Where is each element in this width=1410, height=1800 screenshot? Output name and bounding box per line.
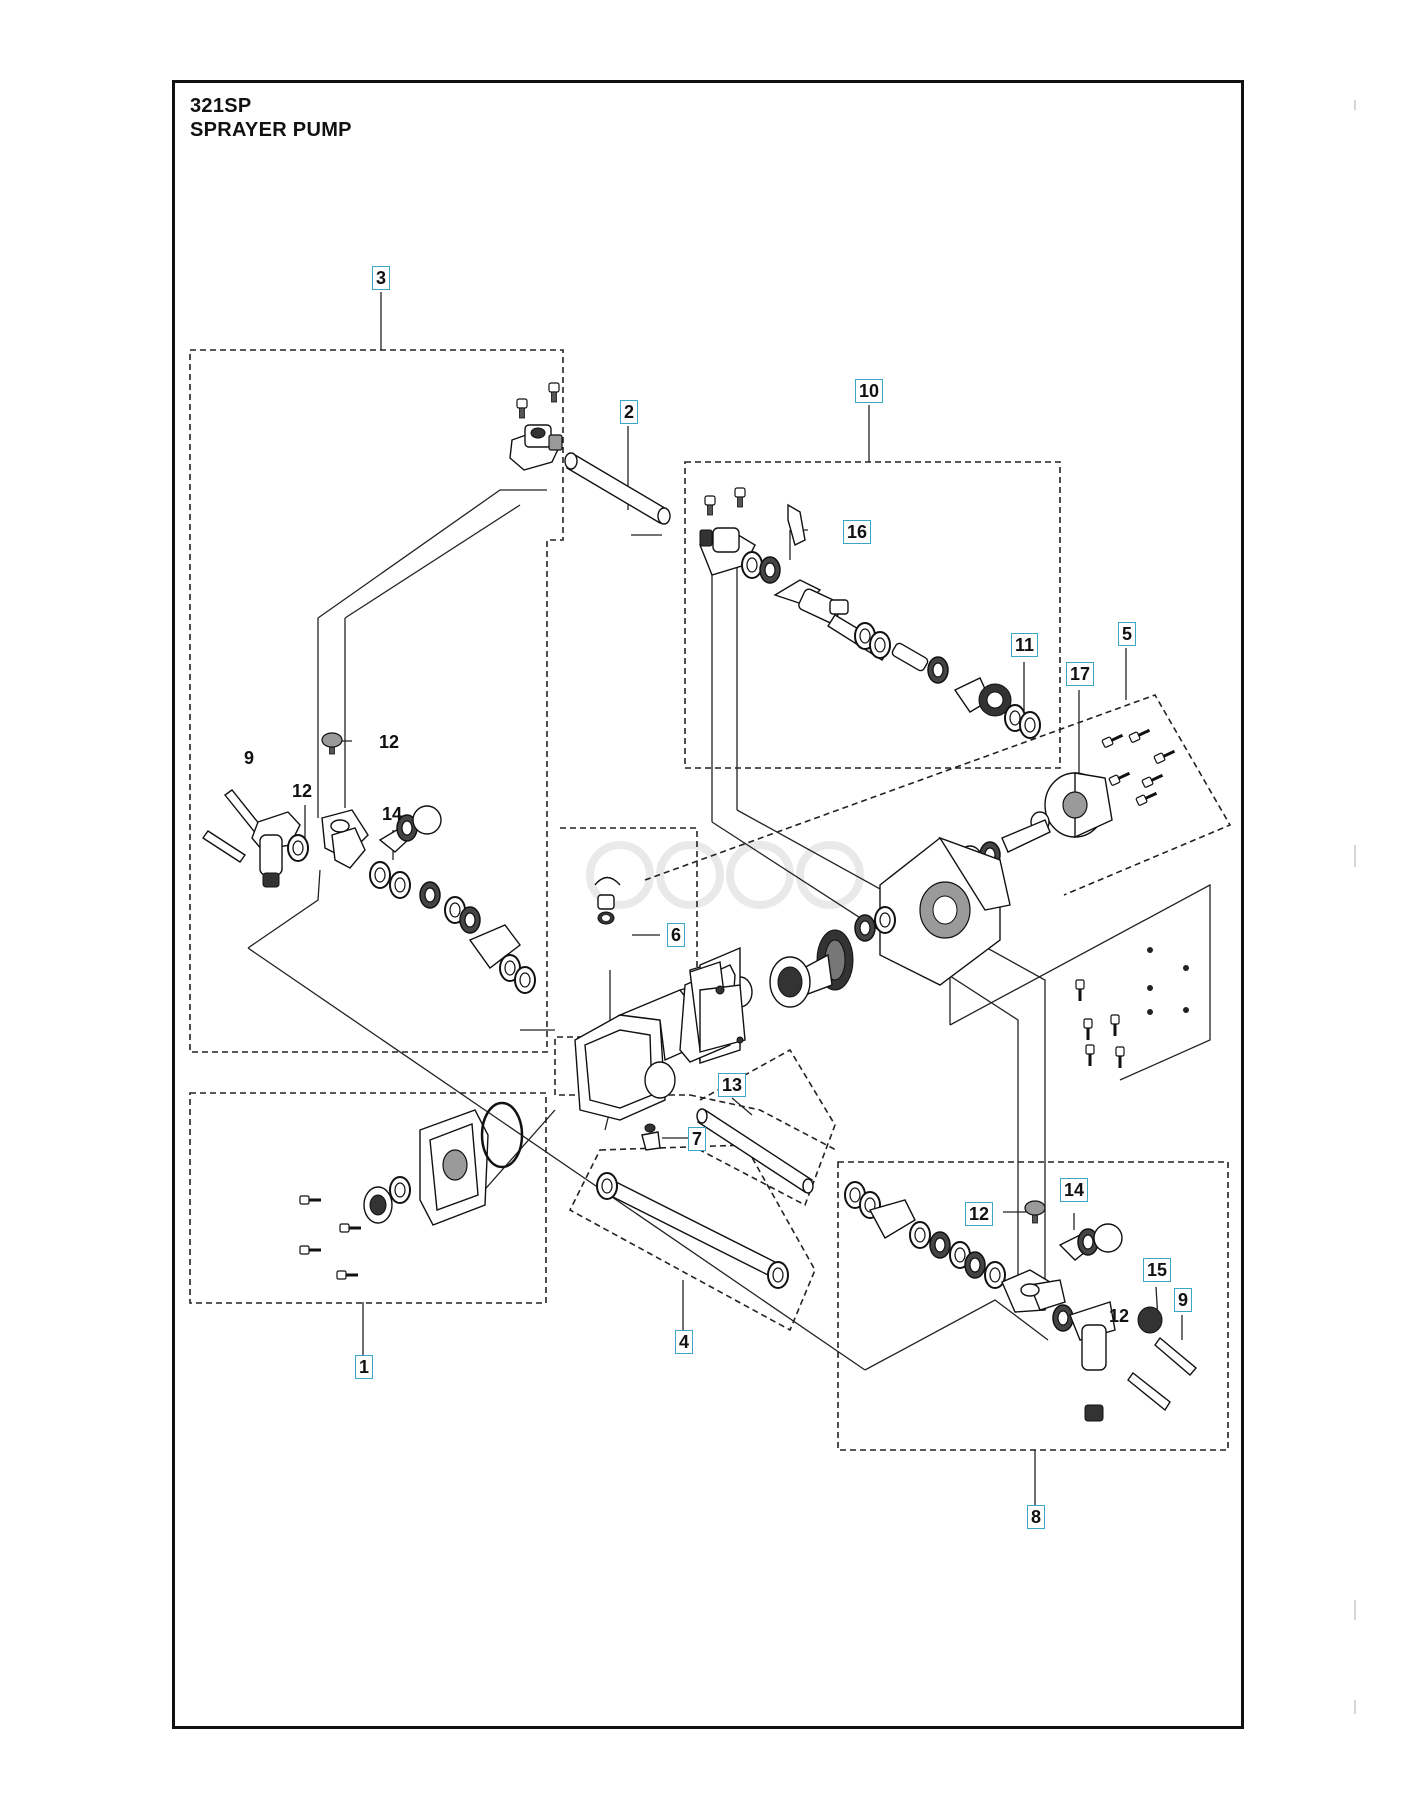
callout-9-right[interactable]: 9	[1174, 1288, 1193, 1312]
callout-5[interactable]: 5	[1118, 622, 1137, 646]
callout-17[interactable]: 17	[1066, 662, 1095, 686]
edge-mark	[1354, 1700, 1356, 1714]
group-1-box	[189, 1092, 547, 1304]
cylinder-cover-1	[363, 1101, 524, 1226]
callout-9-left[interactable]: 9	[244, 748, 255, 768]
callout-4[interactable]: 4	[675, 1330, 694, 1354]
left-manifold	[251, 732, 442, 888]
bolt-set-right	[1074, 947, 1189, 1070]
bolts-group-1	[298, 1194, 363, 1281]
callout-12-upper[interactable]: 12	[379, 732, 400, 752]
gear-plate	[679, 961, 746, 1063]
group-6-box	[554, 827, 698, 1096]
group-8-box	[837, 1161, 1229, 1451]
right-valve-rings	[844, 1181, 1006, 1289]
callout-14-left[interactable]: 14	[382, 804, 403, 824]
callout-1[interactable]: 1	[355, 1355, 374, 1379]
callout-11[interactable]: 11	[1011, 633, 1039, 657]
left-valve-rings	[369, 861, 536, 994]
piston-tube-4	[596, 1172, 789, 1289]
group-4-box	[568, 1144, 816, 1332]
callout-12-right[interactable]: 12	[965, 1202, 994, 1226]
callout-14-right[interactable]: 14	[1060, 1178, 1089, 1202]
callout-8[interactable]: 8	[1027, 1505, 1046, 1529]
model-number: 321SP	[190, 95, 252, 117]
diagram-title: SPRAYER PUMP	[190, 119, 352, 141]
right-bolts-9	[1127, 1336, 1197, 1412]
gear-and-bearings	[714, 906, 896, 1012]
group-13-box	[699, 1048, 836, 1207]
flange-plate	[879, 836, 1011, 986]
callout-12-left[interactable]: 12	[292, 781, 313, 801]
part-6-cap	[594, 876, 621, 925]
drawing-frame	[172, 80, 1244, 1729]
group-10-box	[684, 461, 1061, 769]
callout-12-lower[interactable]: 12	[1109, 1306, 1130, 1326]
clutch-drum-17	[1030, 772, 1113, 839]
pipe-2	[564, 452, 671, 525]
callout-15[interactable]: 15	[1143, 1258, 1172, 1282]
callout-2[interactable]: 2	[620, 400, 639, 424]
part-7-valve	[641, 1123, 661, 1151]
group-5-box	[644, 694, 1232, 896]
edge-mark	[1354, 845, 1356, 867]
edge-mark	[1354, 1600, 1356, 1620]
group-3-box	[189, 349, 564, 1053]
callout-3[interactable]: 3	[372, 266, 391, 290]
edge-mark	[1354, 100, 1356, 110]
callout-16[interactable]: 16	[843, 520, 872, 544]
callout-13[interactable]: 13	[718, 1073, 747, 1097]
right-manifold	[1001, 1200, 1163, 1422]
outlet-tee-top-left	[509, 382, 563, 471]
relief-valve-assembly	[699, 487, 1041, 739]
callout-7[interactable]: 7	[688, 1127, 707, 1151]
callout-10[interactable]: 10	[855, 379, 884, 403]
screws-group-5	[1100, 725, 1178, 808]
callout-6[interactable]: 6	[667, 923, 686, 947]
watermark-logo	[586, 841, 864, 909]
piston-rod-13	[696, 1108, 814, 1194]
